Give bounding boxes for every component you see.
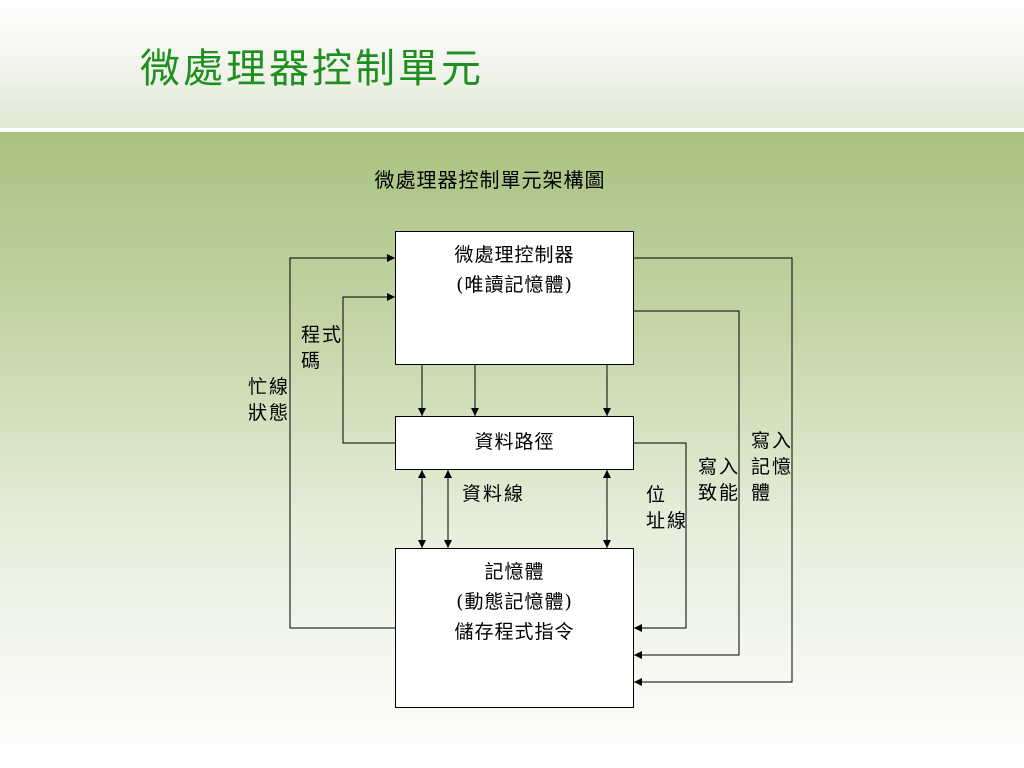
diagram-title: 微處理器控制單元架構圖	[374, 168, 606, 192]
label-write-memory-line-1: 寫入	[751, 430, 794, 452]
label-data-bus: 資料線	[462, 483, 526, 505]
header-separator	[0, 128, 1024, 132]
label-busy-status: 忙線 狀態	[248, 374, 290, 426]
label-busy-status-line-2: 狀態	[248, 402, 291, 424]
label-write-memory-line-2: 記憶	[751, 456, 794, 478]
label-address-bus-line-1: 位	[646, 484, 668, 506]
memory-name: 記憶體	[484, 561, 545, 583]
label-program-code: 程式 碼	[301, 322, 343, 374]
memory-box: 記憶體 (動態記憶體) 儲存程式指令	[395, 548, 634, 708]
slide-title: 微處理器控制單元	[140, 46, 484, 92]
label-busy-status-line-1: 忙線	[248, 376, 291, 398]
label-address-bus-line-2: 址線	[646, 510, 689, 532]
label-program-code-line-2: 碼	[301, 350, 323, 372]
label-write-enable: 寫入 致能	[698, 454, 740, 506]
microcontroller-type: (唯讀記憶體)	[456, 274, 573, 296]
datapath-box: 資料路徑	[395, 416, 634, 470]
label-write-enable-line-1: 寫入	[698, 456, 741, 478]
slide-header: 微處理器控制單元	[0, 0, 1024, 128]
label-write-enable-line-2: 致能	[698, 482, 741, 504]
microcontroller-name: 微處理控制器	[454, 244, 575, 266]
label-write-memory-line-3: 體	[751, 482, 773, 504]
label-address-bus: 位 址線	[646, 482, 688, 534]
label-write-memory: 寫入 記憶 體	[751, 428, 793, 506]
label-program-code-line-1: 程式	[301, 324, 344, 346]
memory-type: (動態記憶體)	[456, 591, 573, 613]
memory-purpose: 儲存程式指令	[454, 621, 575, 643]
microcontroller-box: 微處理控制器 (唯讀記憶體)	[395, 231, 634, 365]
datapath-label: 資料路徑	[474, 431, 555, 453]
